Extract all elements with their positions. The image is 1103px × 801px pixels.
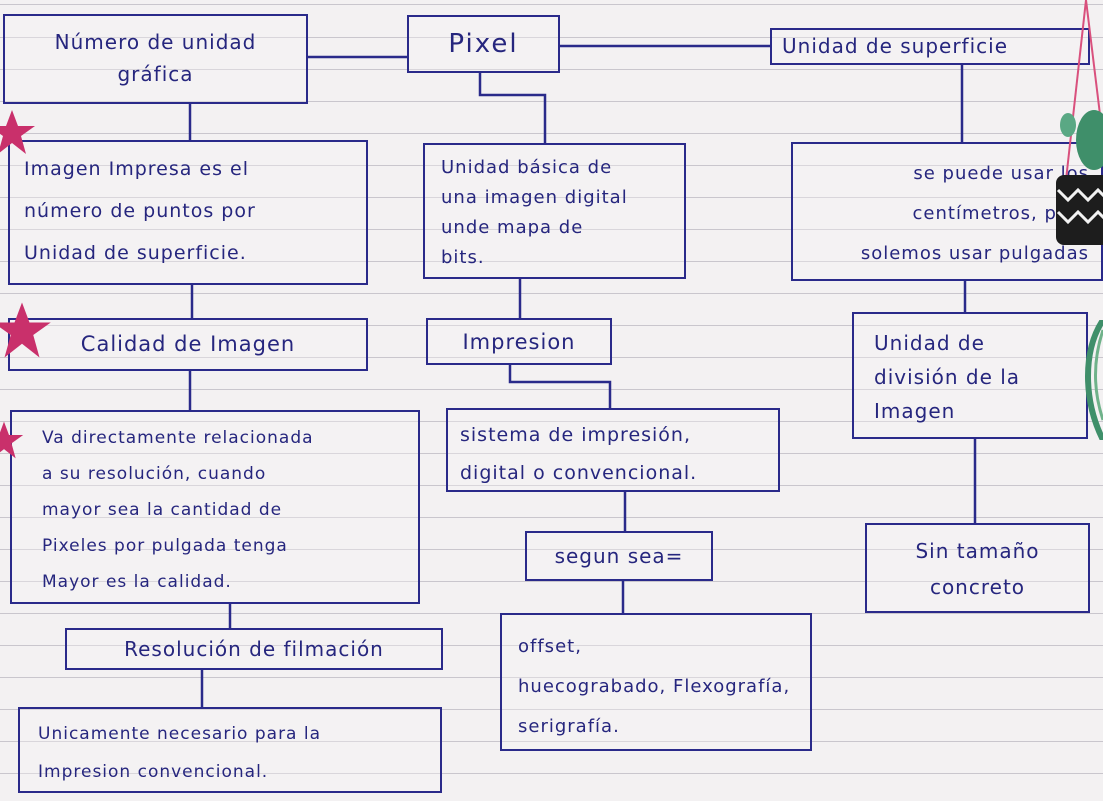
star-sticker [0,110,35,154]
cactus-pot-sticker [1056,0,1103,245]
node-resolucion-de-filmacion: Resolución de filmación [65,628,443,670]
node-va-directamente: Va directamente relacionada a su resoluc… [10,410,420,604]
star-sticker [0,302,51,358]
node-pixel: Pixel [407,15,560,73]
node-offset-huecograbado: offset, huecograbado, Flexografía, serig… [500,613,812,751]
node-se-puede-usar: se puede usar los centímetros, pero sole… [791,142,1103,281]
node-unidad-de-division: Unidad de división de la Imagen [852,312,1088,439]
node-calidad-de-imagen: Calidad de Imagen [8,318,368,371]
node-segun-sea: segun sea= [525,531,713,581]
connector-impresion-to-sistema [508,364,612,408]
node-unidad-de-superficie: Unidad de superficie [770,28,1090,65]
leaf-sticker [1085,320,1103,440]
node-impresion: Impresion [426,318,612,365]
node-imagen-impresa: Imagen Impresa es el número de puntos po… [8,140,368,285]
node-sin-tamano-concreto: Sin tamaño concreto [865,523,1090,613]
node-unidad-basica: Unidad básica de una imagen digital unde… [423,143,686,279]
node-numero-de-unidad-grafica: Número de unidad gráfica [3,14,308,104]
node-unicamente-necesario: Unicamente necesario para la Impresion c… [18,707,442,793]
connector-pixel-to-basica [478,72,547,143]
node-sistema-de-impresion: sistema de impresión, digital o convenci… [446,408,780,492]
star-sticker [0,421,24,459]
